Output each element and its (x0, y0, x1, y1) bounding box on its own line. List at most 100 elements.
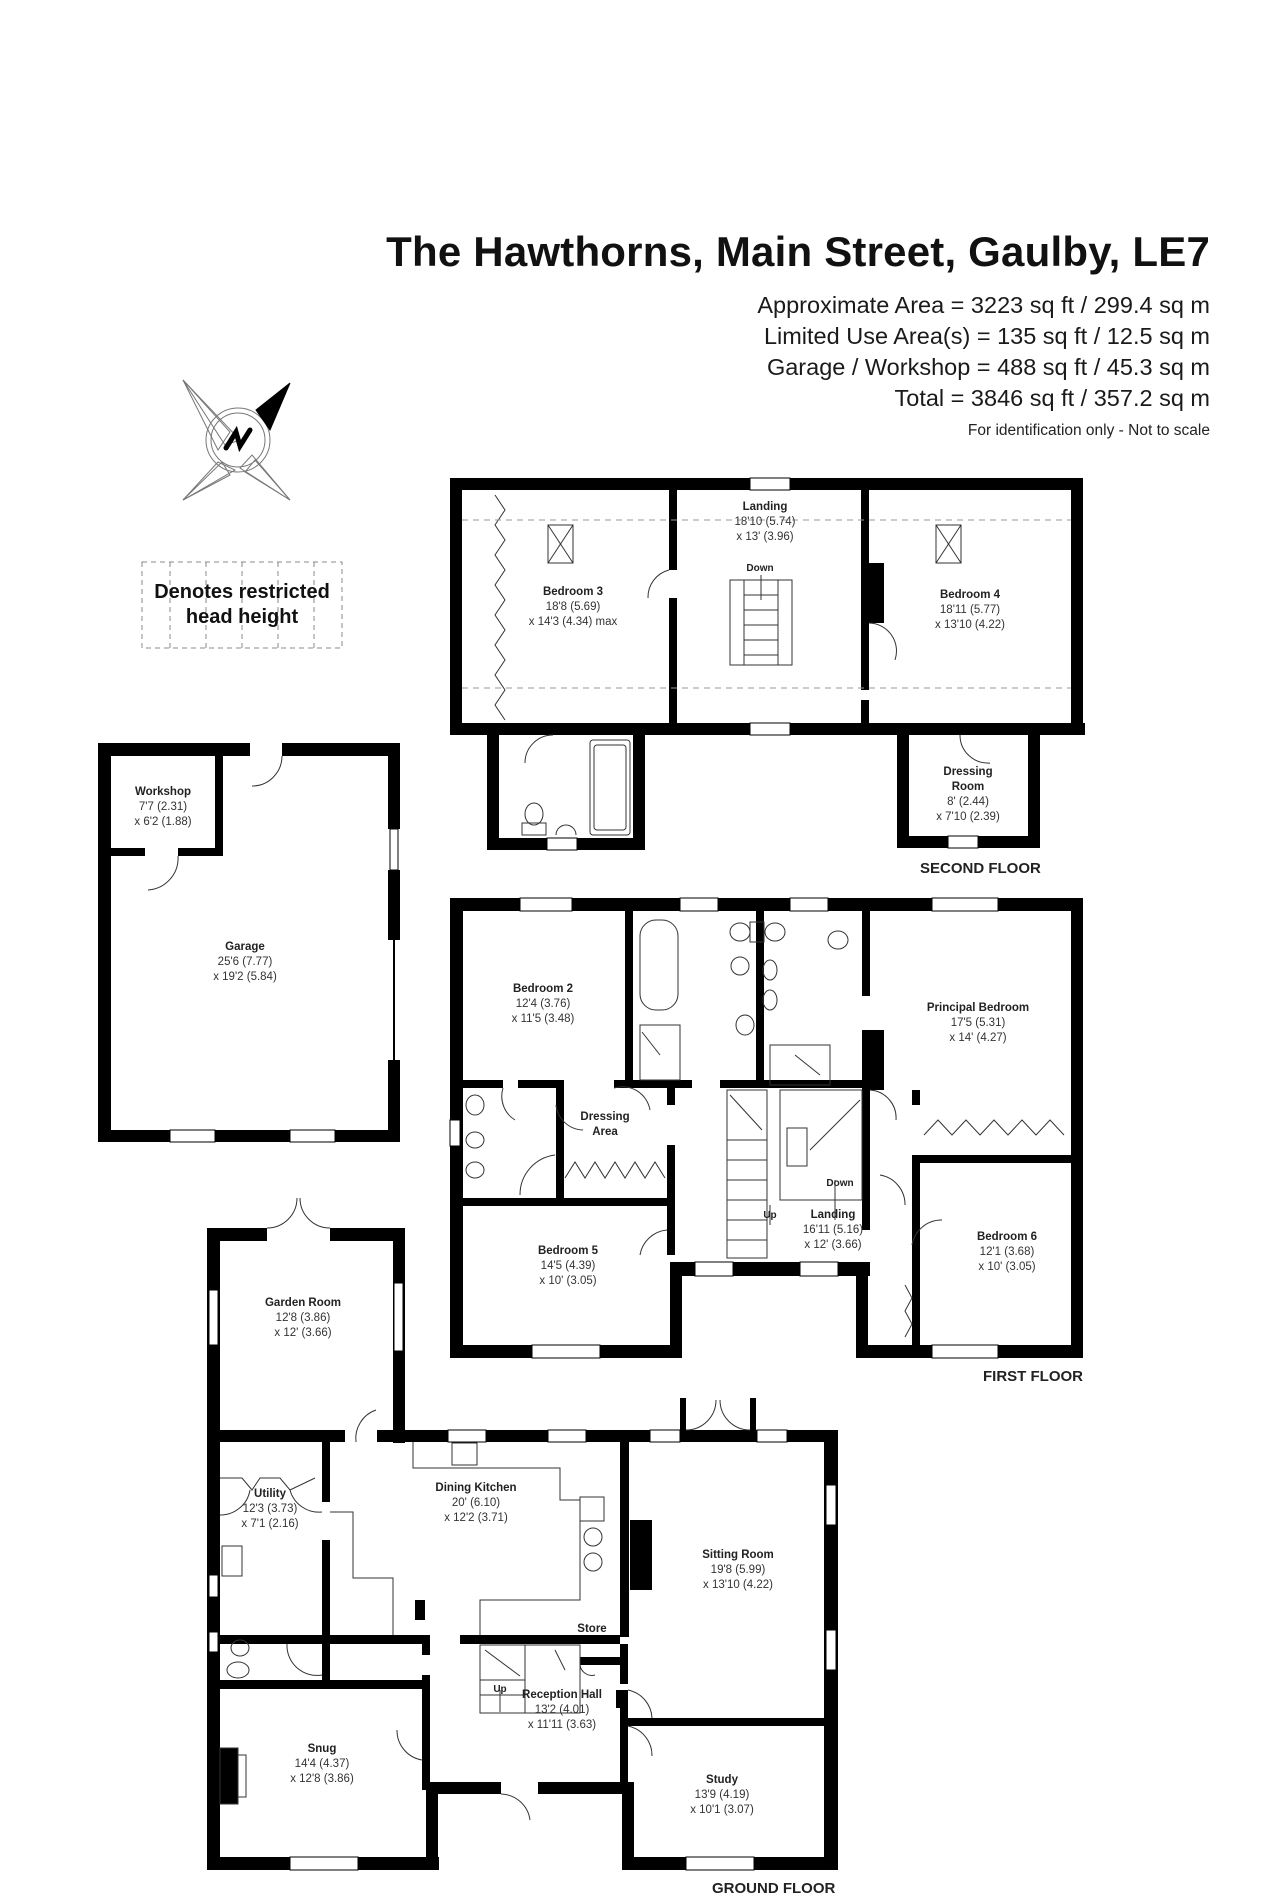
room-label-store: Store (577, 1622, 606, 1637)
room-dim: 13'9 (4.19) (694, 1789, 750, 1801)
stairs-down-label: Down (746, 563, 774, 574)
legend-line-2: head height (185, 606, 299, 628)
room-dim: x 10'1 (3.07) (690, 1804, 754, 1816)
room-dim: 18'10 (5.74) (734, 516, 796, 528)
room-label-bedroom-3: Bedroom 3 18'8 (5.69) x 14'3 (4.34) max (529, 585, 618, 630)
room-name: Sitting Room (702, 1549, 774, 1561)
room-label-garden-room: Garden Room 12'8 (3.86) x 12' (3.66) (265, 1296, 341, 1341)
room-label-dressing-area: Dressing Area (575, 1110, 635, 1140)
room-dim: 12'4 (3.76) (515, 998, 571, 1010)
disclaimer-note: For identification only - Not to scale (967, 422, 1210, 439)
room-dim: x 12' (3.66) (804, 1239, 862, 1251)
room-label-reception-hall: Reception Hall 13'2 (4.01) x 11'11 (3.63… (522, 1688, 602, 1733)
room-dim: 17'5 (5.31) (950, 1017, 1006, 1029)
room-dim: 8' (2.44) (947, 796, 989, 808)
room-name: Bedroom 6 (976, 1231, 1038, 1243)
room-dim: x 13' (3.96) (736, 531, 794, 543)
area-summary: Approximate Area = 3223 sq ft / 299.4 sq… (757, 290, 1210, 414)
room-label-principal-bedroom: Principal Bedroom 17'5 (5.31) x 14' (4.2… (927, 1001, 1029, 1046)
room-name: Bedroom 2 (512, 983, 574, 995)
room-label-bedroom-5: Bedroom 5 14'5 (4.39) x 10' (3.05) (538, 1244, 598, 1289)
restricted-head-height-legend: Denotes restricted head height (142, 562, 342, 648)
ground-floor-plan (207, 1228, 838, 1871)
floor-label-second: SECOND FLOOR (920, 860, 1041, 877)
room-dim: x 19'2 (5.84) (213, 971, 277, 983)
room-label-landing-1f: Landing 16'11 (5.16) x 12' (3.66) (803, 1208, 863, 1253)
room-dim: x 12'2 (3.71) (444, 1512, 508, 1524)
room-dim: x 7'1 (2.16) (241, 1518, 299, 1530)
north-compass-icon (182, 379, 291, 501)
room-dim: x 12' (3.66) (274, 1327, 332, 1339)
ground-floor-fixtures (219, 1197, 751, 1821)
room-label-dining-kitchen: Dining Kitchen 20' (6.10) x 12'2 (3.71) (435, 1481, 516, 1526)
room-name: Bedroom 3 (542, 586, 604, 598)
room-dim: 19'8 (5.99) (710, 1564, 766, 1576)
room-name: Garden Room (264, 1297, 342, 1309)
legend-line-1: Denotes restricted (154, 581, 330, 603)
room-dim: 13'2 (4.01) (534, 1704, 590, 1716)
room-name: Bedroom 4 (939, 589, 1001, 601)
room-label-sitting-room: Sitting Room 19'8 (5.99) x 13'10 (4.22) (702, 1548, 774, 1593)
room-dim: 18'11 (5.77) (939, 604, 1001, 616)
property-title: The Hawthorns, Main Street, Gaulby, LE7 (386, 228, 1210, 275)
room-name: Dining Kitchen (435, 1482, 517, 1494)
room-label-bedroom-6: Bedroom 6 12'1 (3.68) x 10' (3.05) (977, 1230, 1037, 1275)
room-dim: x 6'2 (1.88) (134, 816, 192, 828)
room-dim: 7'7 (2.31) (138, 801, 188, 813)
room-label-utility: Utility 12'3 (3.73) x 7'1 (2.16) (241, 1487, 298, 1532)
room-dim: x 10' (3.05) (539, 1275, 597, 1287)
first-floor-fixtures (465, 919, 1065, 1338)
floor-label-first: FIRST FLOOR (983, 1368, 1083, 1385)
first-floor-plan (449, 897, 1083, 1359)
garage-workshop-area: Garage / Workshop = 488 sq ft / 45.3 sq … (766, 354, 1210, 380)
room-dim: x 10' (3.05) (978, 1261, 1036, 1273)
floor-label-ground: GROUND FLOOR (712, 1880, 836, 1897)
room-dim: x 14'3 (4.34) max (528, 616, 618, 628)
room-label-snug: Snug 14'4 (4.37) x 12'8 (3.86) (290, 1742, 354, 1787)
room-name: Utility (254, 1488, 286, 1500)
room-dim: 12'1 (3.68) (979, 1246, 1035, 1258)
total-area: Total = 3846 sq ft / 357.2 sq m (894, 385, 1210, 411)
legend-text: Denotes restricted head height (142, 580, 342, 630)
stairs-up-label: Up (763, 1210, 777, 1221)
room-dim: 14'4 (4.37) (294, 1758, 350, 1770)
room-dim: 16'11 (5.16) (802, 1224, 864, 1236)
room-dim: 25'6 (7.77) (217, 956, 273, 968)
room-name: Study (706, 1774, 738, 1786)
room-name: Principal Bedroom (926, 1002, 1030, 1014)
approximate-area: Approximate Area = 3223 sq ft / 299.4 sq… (757, 292, 1210, 318)
room-label-dressing-room: Dressing Room 8' (2.44) x 7'10 (2.39) (933, 765, 1003, 825)
room-label-study: Study 13'9 (4.19) x 10'1 (3.07) (690, 1773, 754, 1818)
room-name: Reception Hall (522, 1689, 602, 1701)
room-label-workshop: Workshop 7'7 (2.31) x 6'2 (1.88) (134, 785, 191, 830)
room-dim: x 7'10 (2.39) (936, 811, 1000, 823)
stairs-down-label: Down (826, 1178, 854, 1189)
room-name: Bedroom 5 (537, 1245, 599, 1257)
second-floor-plan (450, 477, 1085, 851)
room-name: Dressing Area (580, 1111, 630, 1138)
limited-use-area: Limited Use Area(s) = 135 sq ft / 12.5 s… (763, 323, 1210, 349)
room-name: Snug (307, 1743, 337, 1755)
room-dim: x 14' (4.27) (949, 1032, 1007, 1044)
room-dim: x 11'11 (3.63) (527, 1719, 597, 1731)
room-name: Landing (742, 501, 788, 513)
room-name: Dressing Room (943, 766, 993, 793)
garage-plan (98, 743, 400, 1143)
room-dim: 20' (6.10) (451, 1497, 501, 1509)
room-name: Garage (225, 941, 265, 953)
room-dim: x 13'10 (4.22) (935, 619, 1005, 631)
room-dim: x 12'8 (3.86) (290, 1773, 354, 1785)
room-name: Store (577, 1623, 607, 1635)
room-name: Workshop (134, 786, 192, 798)
room-label-bedroom-4: Bedroom 4 18'11 (5.77) x 13'10 (4.22) (935, 588, 1005, 633)
room-dim: x 13'10 (4.22) (703, 1579, 773, 1591)
second-floor-fixtures (462, 494, 1071, 836)
room-dim: 12'8 (3.86) (275, 1312, 331, 1324)
room-label-landing-2f: Landing 18'10 (5.74) x 13' (3.96) (734, 500, 795, 545)
room-dim: x 11'5 (3.48) (511, 1013, 575, 1025)
room-label-bedroom-2: Bedroom 2 12'4 (3.76) x 11'5 (3.48) (512, 982, 575, 1027)
room-dim: 12'3 (3.73) (242, 1503, 298, 1515)
stairs-up-label: Up (493, 1684, 507, 1695)
room-label-garage: Garage 25'6 (7.77) x 19'2 (5.84) (213, 940, 277, 985)
